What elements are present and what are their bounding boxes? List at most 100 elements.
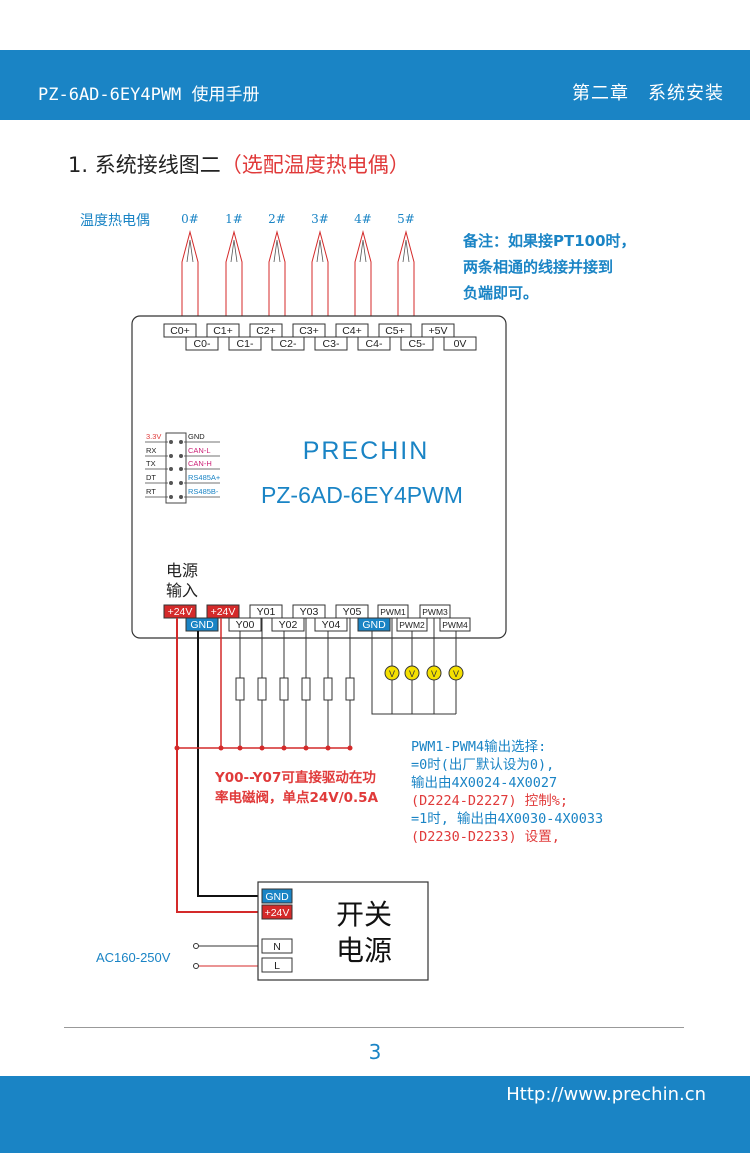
output-load: [279, 677, 289, 701]
terminal-c5-minus-label: C5-: [409, 338, 426, 350]
voltmeter-label: V: [453, 669, 459, 679]
terminal-y02-label: Y02: [279, 619, 298, 631]
ac-input-label: AC160-250V: [96, 950, 171, 965]
psu-terminal-gnd: [261, 888, 293, 904]
device-brand: PRECHIN: [303, 437, 430, 465]
comm-pin-label-left: RT: [146, 487, 156, 496]
terminal-y02: [271, 617, 305, 632]
terminal-c2-minus: [271, 336, 305, 351]
wire-gnd: [197, 631, 262, 897]
comm-pin: [169, 467, 173, 471]
power-label-line2: 输入: [166, 581, 198, 600]
pwm-note-line: =1时, 输出由4X0030-4X0033: [411, 811, 604, 827]
terminal-c1-minus-label: C1-: [237, 338, 254, 350]
comm-pin-label-left: DT: [146, 473, 156, 482]
pwm-note-line: (D2224-D2227) 控制%;: [411, 793, 569, 809]
terminal-c1-minus: [228, 336, 262, 351]
psu-terminal-24v: [261, 904, 293, 920]
psu-terminal-l: [261, 957, 293, 973]
terminal-24v-label: +24V: [168, 606, 193, 618]
terminal-c1-plus-label: C1+: [213, 325, 233, 337]
output-load: [301, 677, 311, 701]
comm-pin: [169, 454, 173, 458]
terminal-24v: [206, 604, 240, 619]
website-link[interactable]: Http://www.prechin.cn: [506, 1084, 706, 1105]
comm-pin: [179, 495, 183, 499]
terminal-pwm1-label: PWM1: [380, 607, 406, 617]
thermocouple-probes: 0#1#2#3#4#5#: [181, 212, 415, 350]
comm-pin: [179, 440, 183, 444]
junction-dot: [259, 745, 265, 751]
voltmeter-icon: [404, 665, 420, 681]
section-title-subtitle: （选配温度热电偶）: [220, 153, 410, 177]
probe-red-wire: [181, 230, 199, 350]
terminal-c4-minus: [357, 336, 391, 351]
comm-pin: [179, 481, 183, 485]
terminal-c3-plus: [292, 323, 326, 338]
terminal-c3-plus-label: C3+: [299, 325, 319, 337]
terminal-c0-plus-label: C0+: [170, 325, 190, 337]
terminal-y05: [335, 604, 369, 619]
terminal-c4-minus-label: C4-: [366, 338, 383, 350]
terminal-pwm3: [419, 604, 451, 619]
comm-pin-label-left: RX: [146, 446, 156, 455]
note-line: 两条相通的线接并接到: [463, 258, 614, 276]
terminal-y01-label: Y01: [257, 606, 276, 618]
terminal-y03: [292, 604, 326, 619]
ac-terminal-dot: [193, 963, 199, 969]
terminal-c5-plus: [378, 323, 412, 338]
y-note-line: 率电磁阀，单点24V/0.5A: [215, 790, 379, 806]
ac-terminal-dot: [193, 943, 199, 949]
terminal-24v-label: +24V: [211, 606, 236, 618]
footer-divider: [64, 1027, 684, 1028]
voltmeter-label: V: [389, 669, 395, 679]
comm-pin-label-right: CAN-H: [188, 459, 212, 468]
header-bar: [0, 50, 750, 120]
probe-tip: [230, 239, 238, 263]
note-line: 负端即可。: [463, 284, 539, 302]
terminal-pwm4: [439, 617, 471, 632]
comm-pin: [169, 440, 173, 444]
device-body: [131, 315, 507, 639]
y-note-line: Y00--Y07可直接驱动在功: [215, 770, 376, 786]
pwm-note-line: 输出由4X0024-4X0027: [411, 775, 558, 791]
thermocouple-channel-label: 1#: [225, 212, 243, 226]
probe-tip: [273, 239, 281, 263]
probe-red-wire: [397, 230, 415, 350]
terminal-0v: [443, 336, 477, 351]
psu-terminal-l-label: L: [274, 960, 280, 972]
voltmeter-label: V: [431, 669, 437, 679]
terminal-c3-minus-label: C3-: [323, 338, 340, 350]
terminal-y05-label: Y05: [343, 606, 362, 618]
output-load: [323, 677, 333, 701]
terminal-y01: [249, 604, 283, 619]
voltmeter-icon: [448, 665, 464, 681]
psu-terminal-n-label: N: [273, 941, 281, 953]
terminal-gnd: [185, 617, 219, 632]
probe-red-wire: [268, 230, 286, 350]
psu-terminal-gnd-label: GND: [265, 891, 289, 903]
section-title: 1. 系统接线图二（选配温度热电偶）: [68, 149, 410, 179]
terminal-y04-label: Y04: [322, 619, 341, 631]
output-load: [345, 677, 355, 701]
terminal-c5-minus: [400, 336, 434, 351]
terminal-pwm1: [377, 604, 409, 619]
pwm-note-line: (D2230-D2233) 设置,: [411, 829, 560, 845]
wire-24v: [176, 618, 262, 913]
terminal-pwm3-label: PWM3: [422, 607, 448, 617]
pwm-note-line: PWM1-PWM4输出选择:: [411, 739, 547, 755]
comm-pin: [179, 454, 183, 458]
probe-red-wire: [311, 230, 329, 350]
terminal--plus5v: [421, 323, 455, 338]
probe-tip: [402, 239, 410, 263]
psu-terminal-24v-label: +24V: [265, 907, 290, 919]
voltmeter-label: V: [409, 669, 415, 679]
top-terminal-block: C0+C1+C2+C3+C4+C5++5VC0-C1-C2-C3-C4-C5-0…: [163, 323, 477, 351]
probe-tip: [316, 239, 324, 263]
terminal-24v: [163, 604, 197, 619]
psu-terminals: GND +24V NL: [261, 888, 293, 973]
probe-red-wire: [354, 230, 372, 350]
